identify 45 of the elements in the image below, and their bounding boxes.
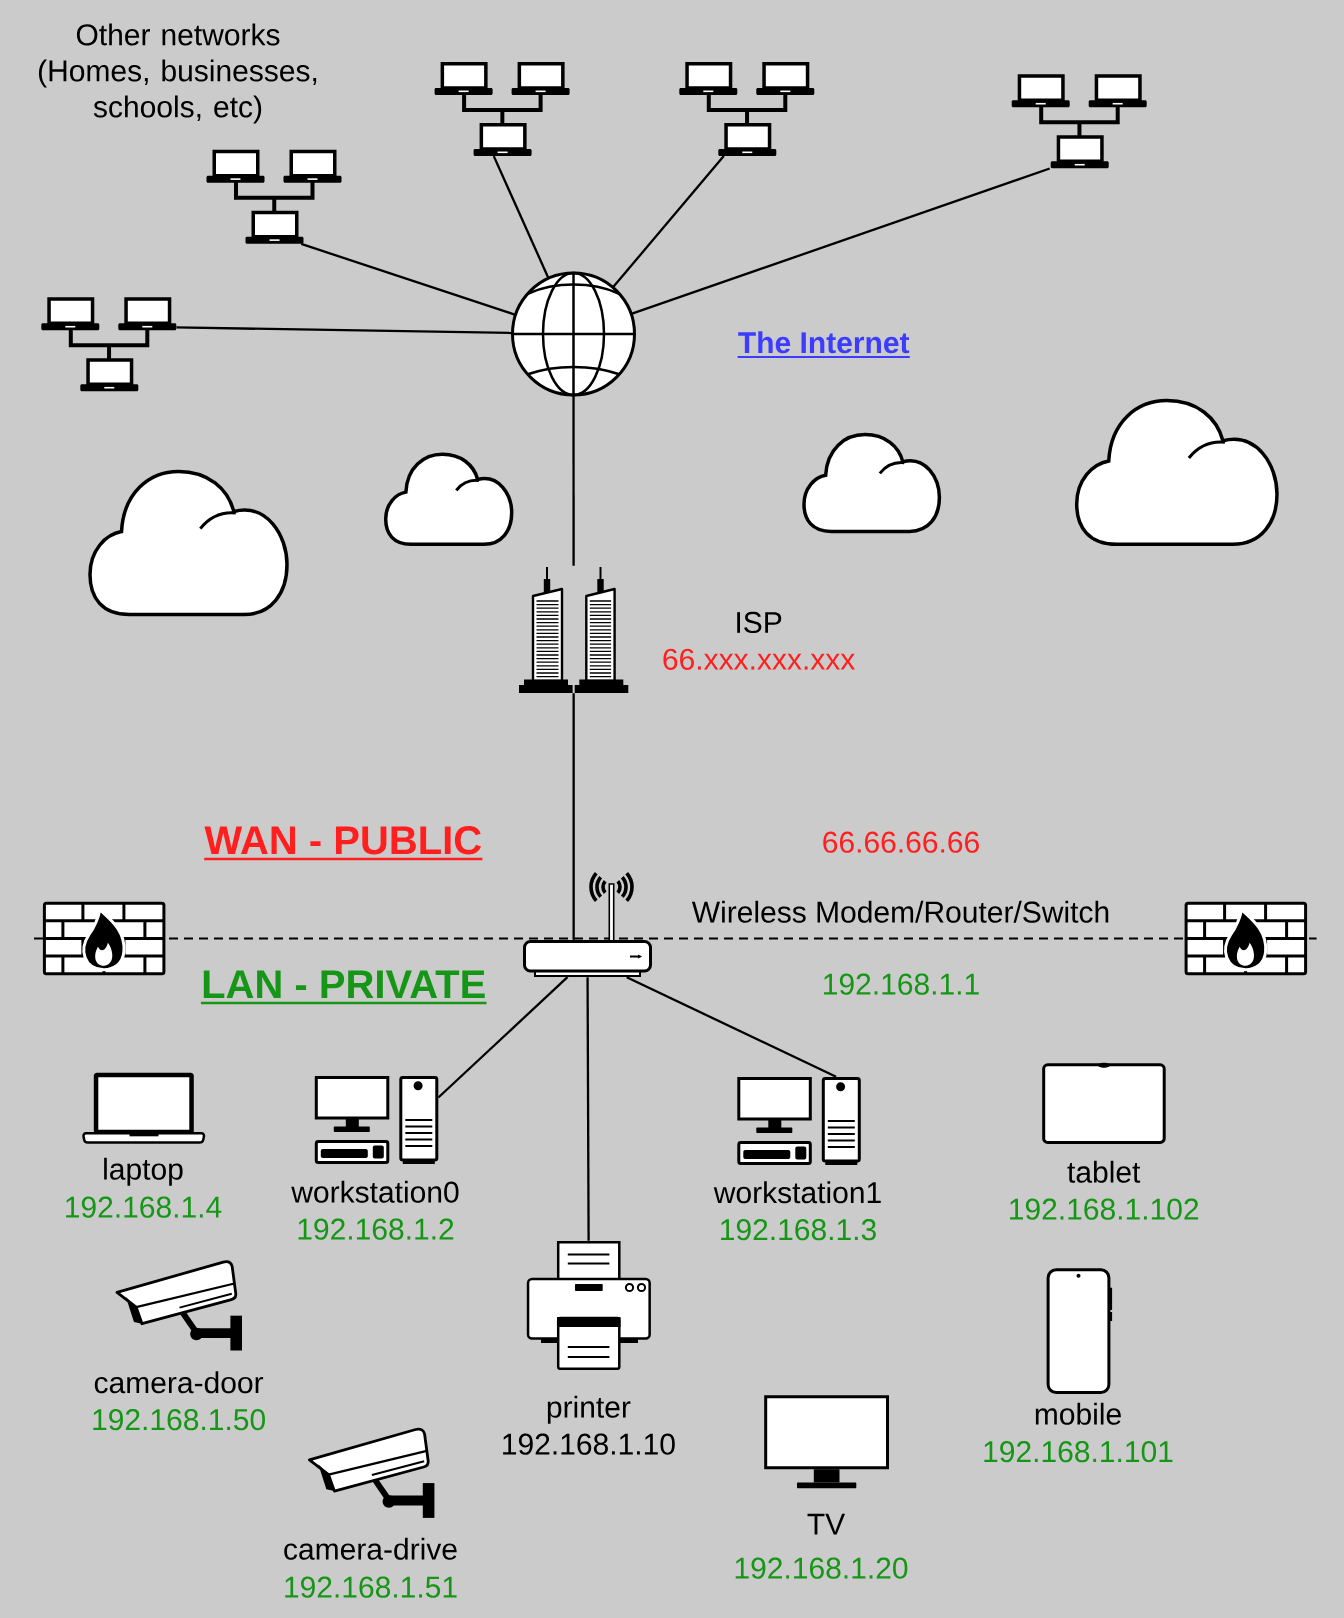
ip-address: 192.168.1.20 — [735, 1557, 908, 1579]
ip-address: 192.168.1.51 — [285, 1576, 457, 1598]
ip-address: 66.66.66.66 — [823, 831, 979, 853]
device-name: camera-drive — [284, 1537, 457, 1560]
laptop-network-icon — [41, 297, 177, 392]
office-buildings-icon — [519, 567, 629, 693]
node-label: Wireless Modem/Router/Switch — [691, 900, 1109, 923]
node-label: ISP — [737, 611, 782, 634]
connector-line — [572, 693, 575, 940]
device-name: workstation0 — [291, 1180, 459, 1203]
ip-address: 192.168.1.10 — [503, 1433, 675, 1455]
zone-heading: WAN - PUBLIC — [204, 826, 483, 861]
ip-address: 192.168.1.50 — [93, 1409, 265, 1431]
globe-icon — [511, 271, 636, 397]
connector-line — [572, 395, 575, 566]
device-name: TV — [807, 1513, 846, 1535]
laptop-network-icon — [206, 149, 342, 244]
annotation-text: Other networks (Homes, businesses, schools, etc) — [39, 23, 317, 124]
ip-address: 192.168.1.102 — [1010, 1198, 1199, 1220]
connector-line — [437, 976, 569, 1099]
laptop-network-icon — [1011, 74, 1147, 169]
connector-line — [630, 167, 1051, 315]
ip-address: 192.168.1.4 — [66, 1196, 222, 1218]
wireless-router-icon — [523, 872, 652, 977]
device-name: printer — [547, 1395, 631, 1424]
ip-address: 192.168.1.101 — [984, 1441, 1173, 1463]
ip-address: 192.168.1.3 — [721, 1219, 876, 1241]
device-name: mobile — [1035, 1402, 1121, 1425]
connector-line — [612, 155, 725, 288]
connector-line — [176, 326, 513, 335]
connector-line — [300, 242, 516, 316]
connector-line — [492, 155, 550, 279]
device-name: workstation1 — [713, 1181, 881, 1204]
link-text: The Internet — [736, 331, 911, 358]
device-name: laptop — [104, 1157, 183, 1186]
device-name: camera-door — [94, 1371, 264, 1394]
ip-address: 192.168.1.1 — [824, 973, 979, 995]
device-name: tablet — [1067, 1160, 1141, 1183]
connector-line — [586, 977, 590, 1241]
laptop-network-icon — [434, 61, 570, 156]
zone-heading: LAN - PRIVATE — [200, 970, 487, 1005]
ip-address: 66.xxx.xxx.xxx — [663, 648, 855, 670]
ip-address: 192.168.1.2 — [298, 1218, 454, 1240]
laptop-network-icon — [679, 61, 815, 156]
connector-line — [626, 976, 837, 1078]
